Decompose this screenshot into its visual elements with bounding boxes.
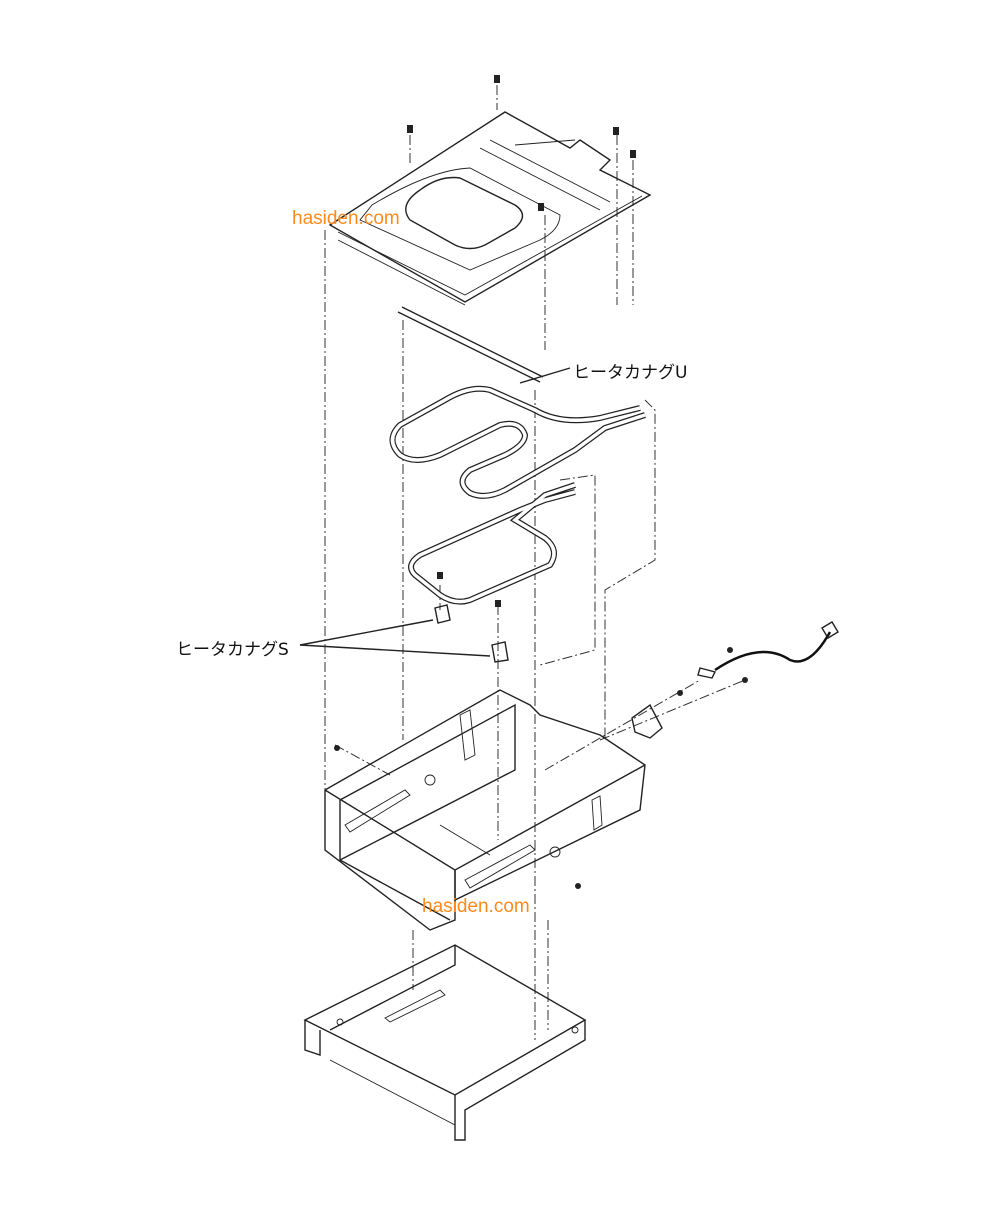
alignment-lines	[324, 85, 746, 1040]
watermark: hasiden.com	[292, 208, 400, 229]
thermostat-wire	[631, 621, 839, 739]
watermark: hasiden.com	[422, 896, 530, 917]
upper-heater	[389, 385, 646, 499]
lower-heater	[408, 482, 576, 605]
heater-bracket-u-part	[397, 306, 544, 383]
heater-box	[324, 689, 646, 931]
heater-bracket-s-parts	[434, 604, 509, 663]
leader-lines	[299, 367, 571, 657]
label-heater-bracket-u: ヒータカナグU	[573, 363, 688, 383]
bottom-tray	[303, 944, 587, 1141]
label-heater-bracket-s: ヒータカナグS	[176, 640, 289, 660]
top-plate	[328, 111, 652, 306]
screw-icons	[334, 75, 748, 889]
